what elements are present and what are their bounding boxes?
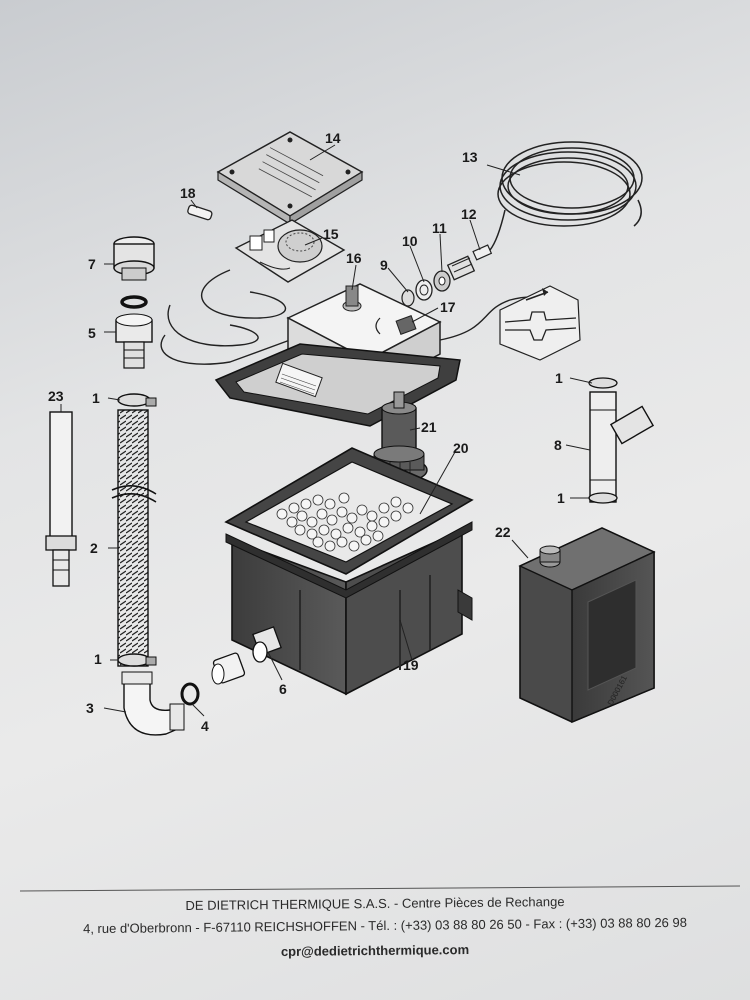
callout-19: 19	[403, 657, 419, 673]
lid-frame	[214, 343, 461, 427]
callout-8: 8	[554, 437, 562, 453]
callout-9: 9	[380, 257, 388, 273]
callout-17: 17	[440, 299, 456, 315]
callout-1-tee-bottom: 1	[557, 490, 565, 506]
detail-inset	[499, 285, 581, 361]
part-20-granules	[276, 492, 414, 552]
callout-numbers: 14 13 18 15 16 9 10 11 12 17 21 20 19 6 …	[48, 130, 629, 734]
wiring	[160, 269, 576, 365]
gasket	[120, 295, 148, 309]
callout-22: 22	[495, 524, 511, 540]
callout-13: 13	[462, 149, 478, 165]
callout-16: 16	[346, 250, 362, 266]
leader-lines	[60, 144, 593, 717]
part-7-adaptor	[113, 236, 155, 281]
callout-12: 12	[461, 206, 477, 222]
part-18-fuse	[187, 204, 213, 221]
part-13-tube-coil	[489, 141, 643, 251]
part-5-adaptor	[115, 313, 153, 369]
part-19-box	[224, 447, 474, 696]
part-23-rod	[45, 411, 77, 587]
callout-15: 15	[323, 226, 339, 242]
part-22-canister	[518, 527, 656, 724]
callout-1-top: 1	[92, 390, 100, 406]
callout-6: 6	[279, 681, 287, 697]
callout-4: 4	[201, 718, 209, 734]
outlet-nut	[211, 652, 246, 685]
part-3-elbow	[121, 671, 185, 736]
callout-21: 21	[421, 419, 437, 435]
callout-5: 5	[88, 325, 96, 341]
callout-20: 20	[453, 440, 469, 456]
callout-23: 23	[48, 388, 64, 404]
callout-14: 14	[325, 130, 341, 146]
parts-9-to-12-connectors	[401, 244, 493, 307]
part-8-tee	[588, 377, 655, 504]
callout-10: 10	[402, 233, 418, 249]
part-4-ring	[180, 682, 200, 706]
part-6-outlet-fitting	[252, 626, 282, 663]
part-2-corrugated-hose	[111, 409, 157, 667]
callout-7: 7	[88, 256, 96, 272]
callout-3: 3	[86, 700, 94, 716]
callout-11: 11	[432, 220, 447, 236]
hose-clamps	[117, 393, 157, 667]
callout-18: 18	[180, 185, 196, 201]
part-15-circuit-board	[234, 219, 346, 283]
callout-1-tee-top: 1	[555, 370, 563, 386]
callout-2: 2	[90, 540, 98, 556]
callout-1-bottom: 1	[94, 651, 102, 667]
